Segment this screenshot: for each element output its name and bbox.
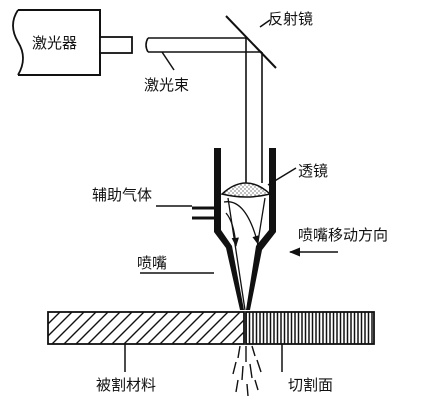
label-nozzle: 喷嘴 <box>137 254 167 272</box>
laser-source <box>12 9 133 76</box>
cutting-sparks <box>232 345 262 397</box>
laser-beam-horizontal <box>145 37 262 53</box>
mirror-leader <box>259 19 271 28</box>
beam-leader <box>161 51 175 71</box>
label-mirror: 反射镜 <box>268 10 313 28</box>
nozzle-body <box>214 148 276 311</box>
mirror <box>225 15 277 69</box>
workpiece <box>47 311 375 345</box>
label-cut-face: 切割面 <box>288 376 333 394</box>
label-nozzle-direction: 喷嘴移动方向 <box>298 226 388 244</box>
label-beam: 激光束 <box>144 76 189 94</box>
label-material: 被割材料 <box>96 376 156 394</box>
label-assist-gas: 辅助气体 <box>92 186 152 204</box>
lens <box>220 182 272 198</box>
assist-gas-inlet <box>192 201 260 247</box>
lens-leader <box>267 167 297 186</box>
laser-beam-vertical <box>245 38 263 183</box>
label-lens: 透镜 <box>298 162 328 180</box>
label-laser: 激光器 <box>32 34 77 52</box>
